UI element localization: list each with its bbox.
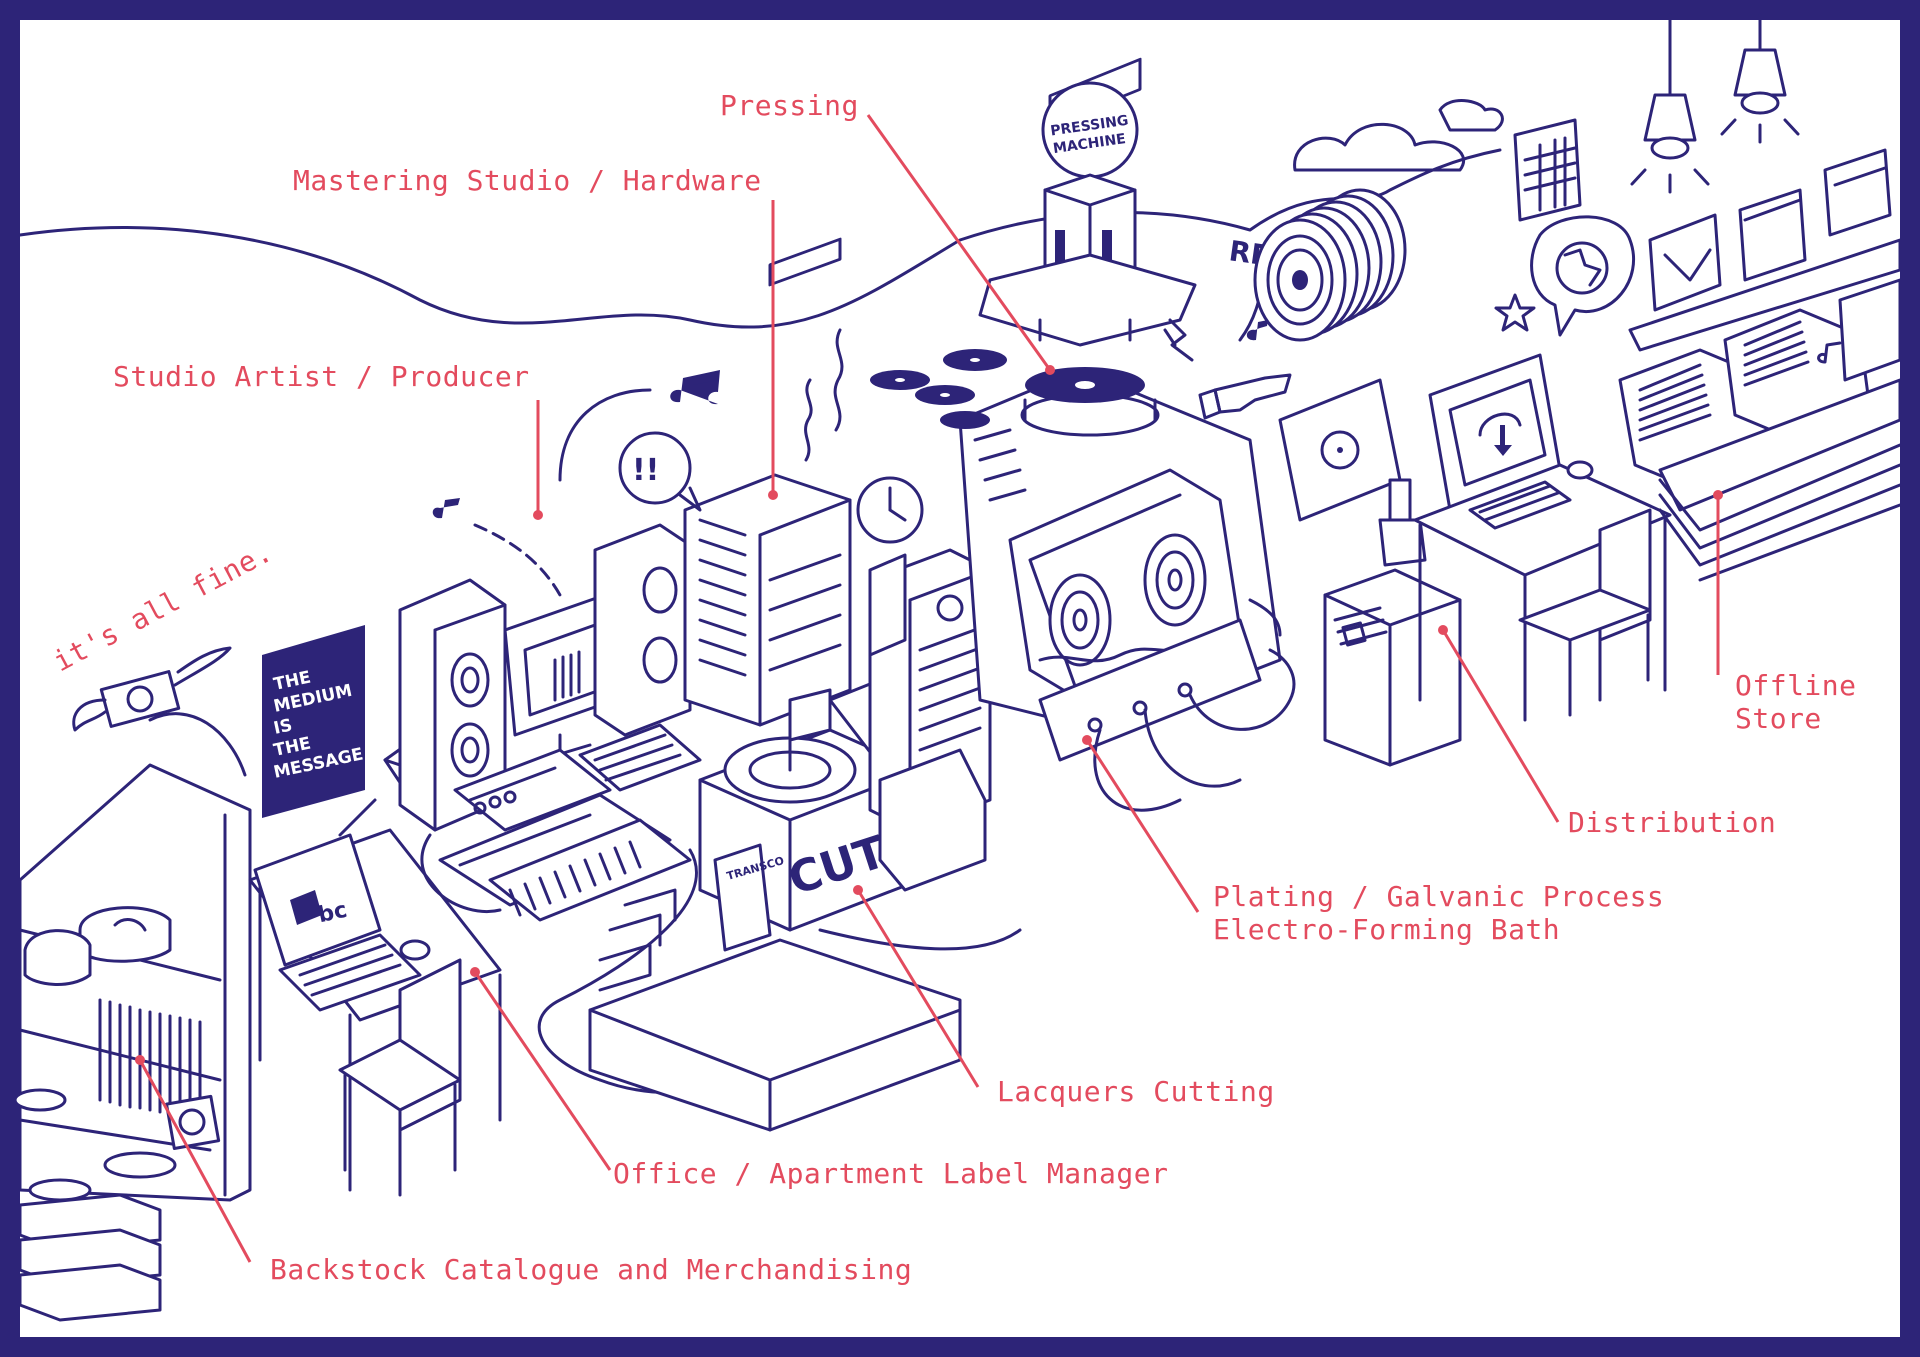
- leader-lines: [135, 114, 1723, 1263]
- ceiling-lamps: [1630, 13, 1800, 194]
- leader-lacquers: [856, 889, 980, 1088]
- globe-bubble-icon: [1530, 215, 1636, 337]
- cloud-icon: [1293, 122, 1465, 172]
- label-plating-line-2: Electro-Forming Bath: [1213, 913, 1560, 946]
- label-mastering: Mastering Studio / Hardware: [293, 164, 762, 197]
- label-distribution: Distribution: [1568, 806, 1776, 839]
- leader-office: [473, 971, 612, 1171]
- labels: Pressing Mastering Studio / Hardware Stu…: [113, 89, 1857, 1286]
- label-offline-line-2: Store: [1735, 702, 1822, 735]
- plating-bath: [958, 57, 1296, 812]
- backstock-shelf: [13, 763, 252, 1322]
- calendar-icon: [1513, 118, 1582, 222]
- leader-backstock: [138, 1059, 252, 1263]
- office-desk: bc: [248, 733, 502, 1197]
- label-office: Office / Apartment Label Manager: [613, 1157, 1168, 1190]
- label-lacquers: Lacquers Cutting: [997, 1075, 1275, 1108]
- tagline-text: it's all fine.: [48, 535, 278, 678]
- label-backstock: Backstock Catalogue and Merchandising: [270, 1253, 912, 1286]
- lacquer-cutting-station: CUT TRANSCO: [588, 548, 992, 1132]
- leader-distribution: [1441, 629, 1560, 823]
- record-stack: [1253, 188, 1407, 342]
- cloud-small-icon: [1438, 99, 1504, 132]
- poster-line-3: IS: [272, 715, 294, 738]
- pressing-machine: PRESSING MACHINE READY: [870, 81, 1335, 437]
- star-icon: [1494, 293, 1536, 332]
- distribution-station: [1278, 353, 1672, 767]
- label-pressing: Pressing: [720, 89, 859, 122]
- label-studio-artist: Studio Artist / Producer: [113, 360, 530, 393]
- leader-plating: [1085, 739, 1200, 913]
- laptop-logo: bc: [316, 898, 349, 928]
- label-plating-line-1: Plating / Galvanic Process: [1213, 880, 1664, 913]
- studio-setup: !!: [398, 237, 1022, 1094]
- poster: THE MEDIUM IS THE MESSAGE: [262, 625, 365, 818]
- flying-money-icon: [72, 646, 247, 777]
- leader-pressing: [866, 114, 1052, 371]
- label-offline-line-1: Offline: [1735, 669, 1857, 702]
- offline-store: [1618, 148, 1902, 582]
- exclaim-icon: !!: [632, 453, 659, 488]
